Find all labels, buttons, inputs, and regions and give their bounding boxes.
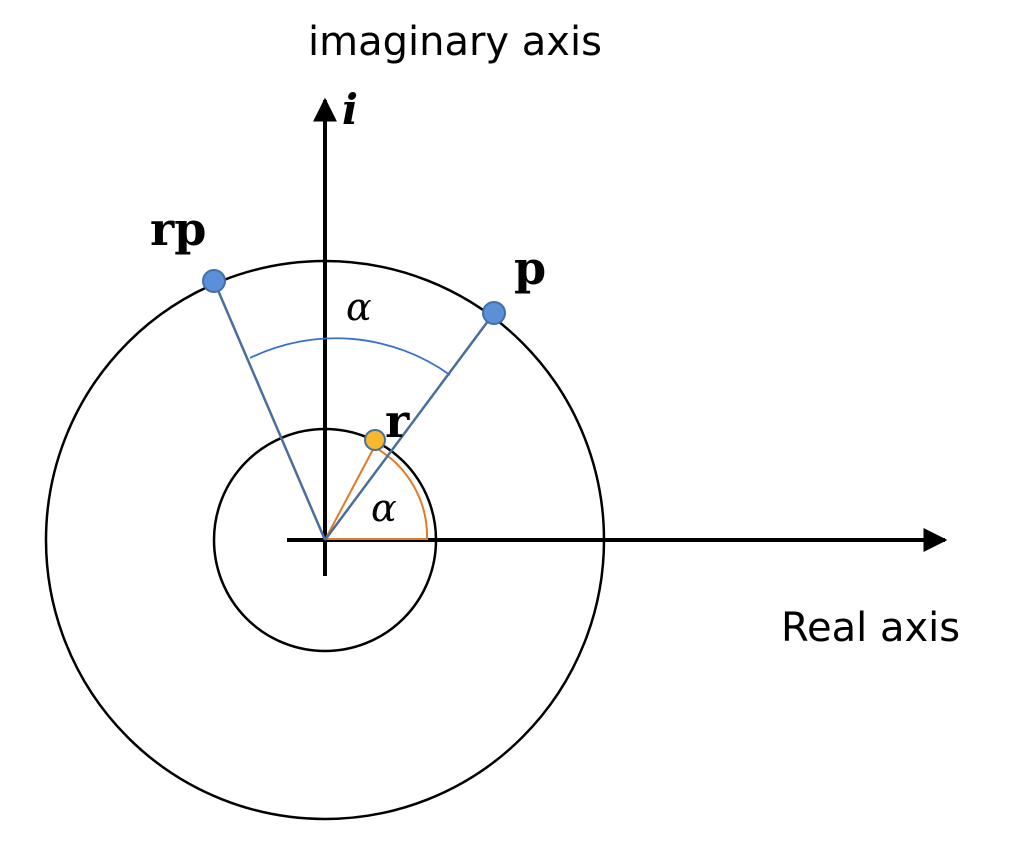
inner-alpha-label: α xyxy=(371,486,397,530)
r-label: r xyxy=(385,394,410,448)
p-label: p xyxy=(514,241,546,295)
point-p xyxy=(482,301,506,325)
r-ray xyxy=(324,439,379,541)
real-axis-label: Real axis xyxy=(781,605,960,651)
imaginary-axis-label: imaginary axis xyxy=(308,19,602,65)
rp-label: rp xyxy=(150,202,206,256)
i-label: i xyxy=(342,85,358,134)
outer-alpha-arc xyxy=(249,337,451,376)
point-rp xyxy=(202,269,226,293)
p-ray xyxy=(323,312,496,541)
inner-alpha-arc xyxy=(373,446,429,541)
rp-ray xyxy=(212,280,327,541)
point-r xyxy=(364,429,386,451)
outer-alpha-label: α xyxy=(346,285,372,329)
